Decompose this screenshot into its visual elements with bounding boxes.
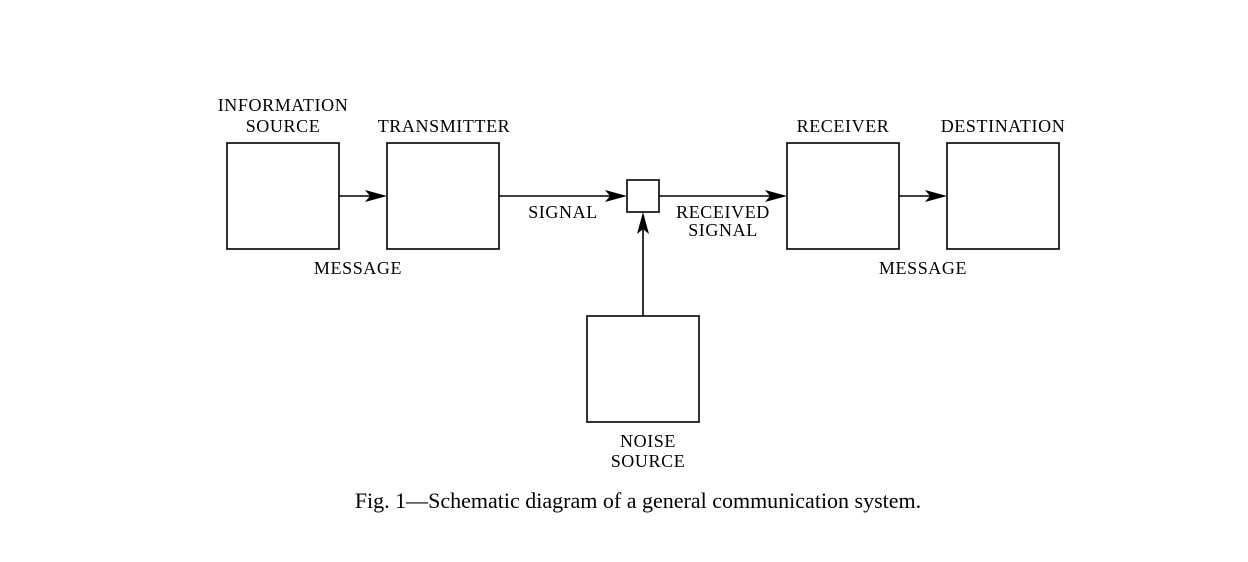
transmitter-label: TRANSMITTER: [378, 116, 511, 136]
noise-source-label-line2: SOURCE: [611, 451, 686, 471]
message-in-arrowhead: [365, 190, 387, 202]
destination-label: DESTINATION: [941, 116, 1066, 136]
received-signal-arrow: [659, 190, 787, 202]
destination-box: [946, 142, 1060, 250]
receiver-box: [786, 142, 900, 250]
message-in-label: MESSAGE: [314, 258, 402, 278]
figure-caption: Fig. 1—Schematic diagram of a general co…: [355, 488, 921, 513]
noise-arrow: [637, 212, 649, 316]
message-out-arrow: [899, 190, 947, 202]
transmitter-box: [386, 142, 500, 250]
information-source-label-line2: SOURCE: [246, 116, 321, 136]
message-out-label: MESSAGE: [879, 258, 967, 278]
signal-arrow: [499, 190, 627, 202]
signal-arrowhead: [605, 190, 627, 202]
information-source-label-line1: INFORMATION: [218, 95, 349, 115]
information-source-box: [226, 142, 340, 250]
noise-arrowhead: [637, 212, 649, 234]
noise-source-label-line1: NOISE: [620, 431, 676, 451]
received-signal-label-line1: RECEIVED: [676, 202, 770, 222]
noise-source-box: [586, 315, 700, 423]
received-signal-arrowhead: [765, 190, 787, 202]
noise-combiner-box: [626, 179, 660, 213]
signal-label: SIGNAL: [528, 202, 598, 222]
receiver-label: RECEIVER: [797, 116, 890, 136]
received-signal-label-line2: SIGNAL: [688, 220, 758, 240]
message-in-arrow: [339, 190, 387, 202]
message-out-arrowhead: [925, 190, 947, 202]
